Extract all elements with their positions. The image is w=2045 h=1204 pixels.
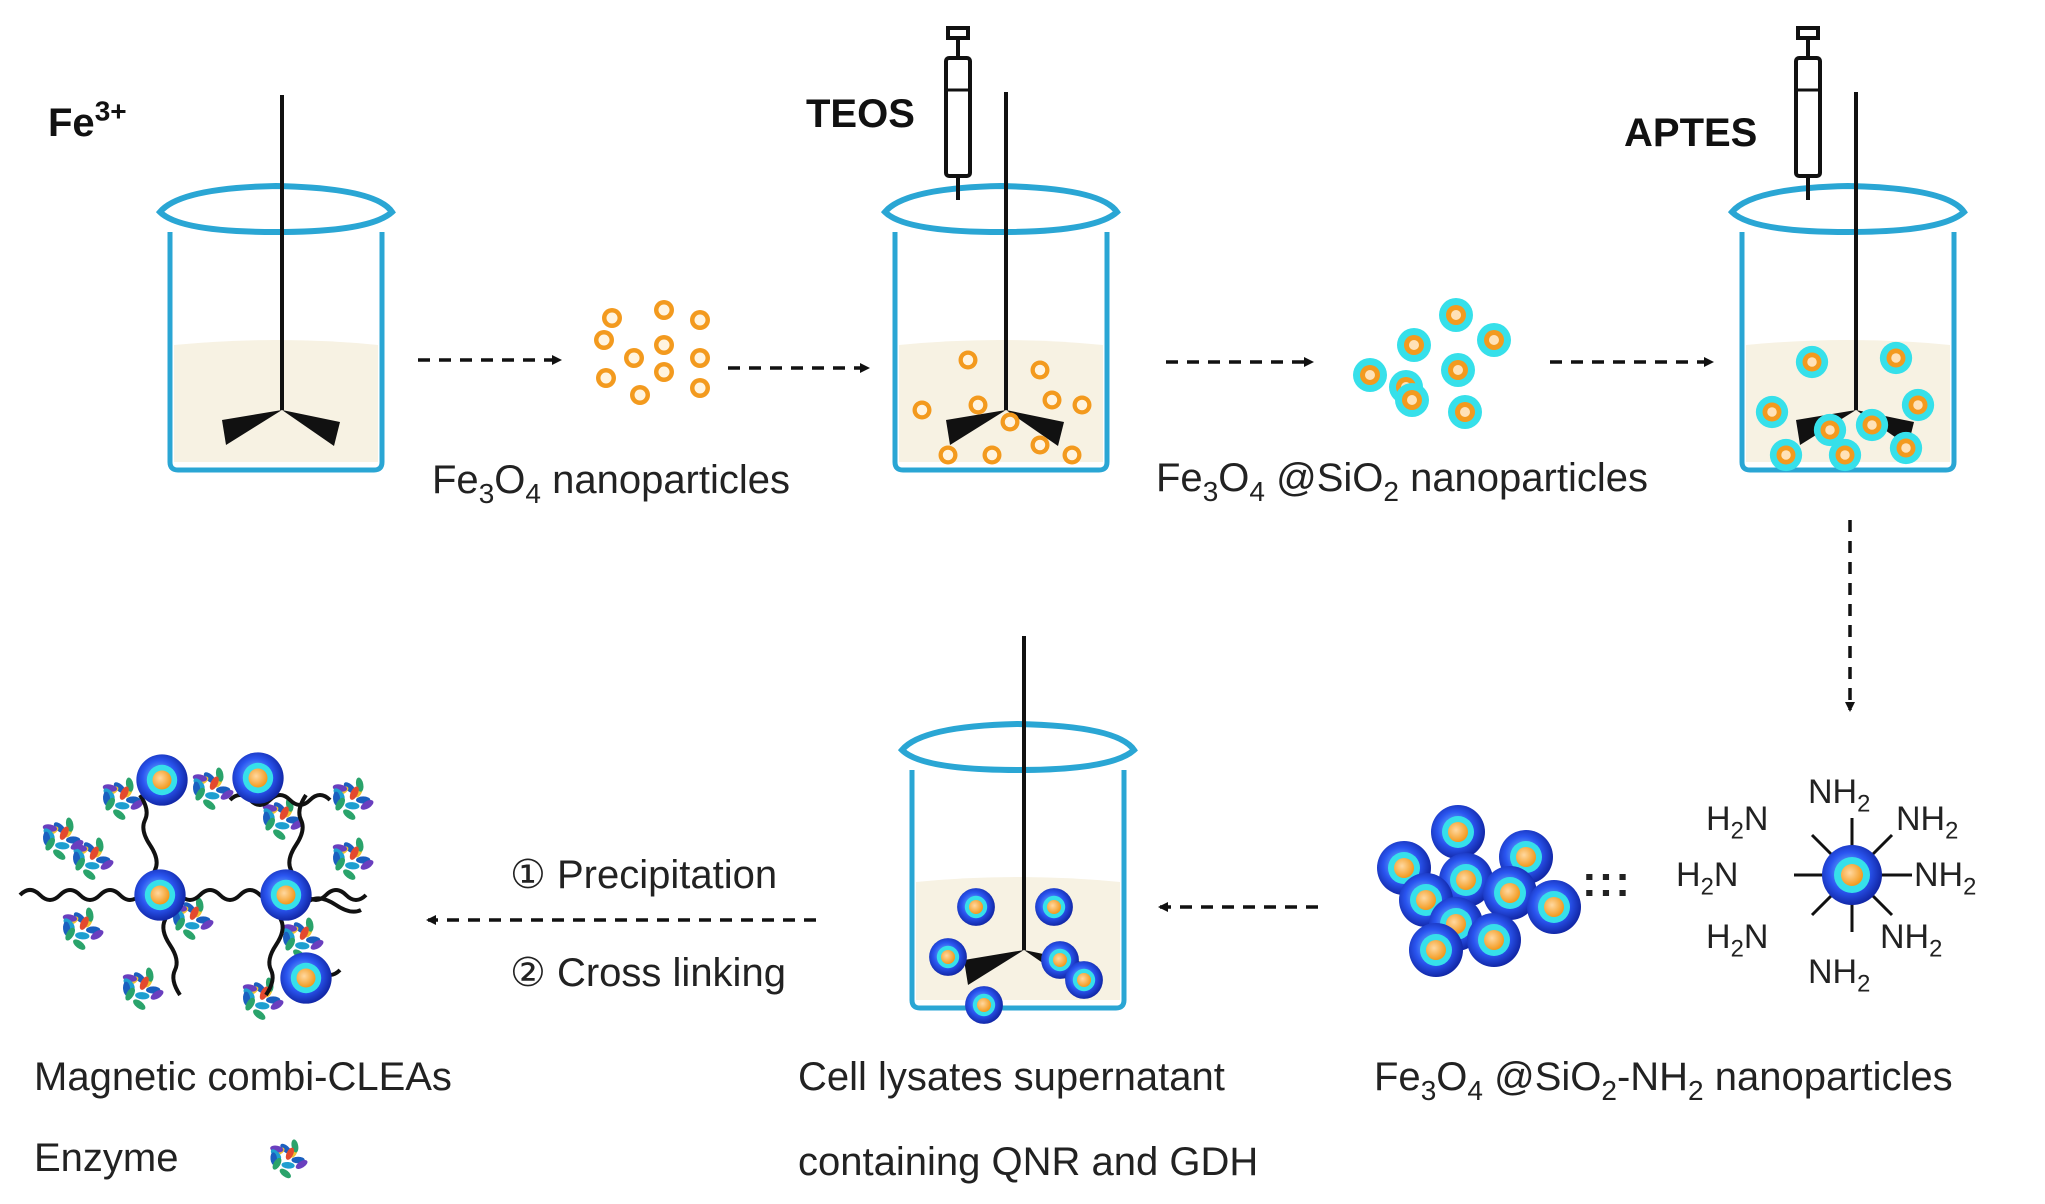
fe3o4-sio2-nh2-particle-cluster [1377, 805, 1581, 977]
enzyme-icon [332, 777, 374, 820]
amine-upper-right: NH2 [1896, 800, 1959, 845]
step-cross-linking-label: ② Cross linking [510, 951, 786, 995]
amine-bottom: NH2 [1808, 953, 1871, 998]
enzyme-icon [42, 817, 84, 860]
flow-arrows [418, 355, 1855, 925]
syringe-aptes-icon [1794, 26, 1822, 200]
amine-right: NH2 [1914, 856, 1977, 901]
syringe-teos-icon [944, 26, 972, 200]
fe3o4-nanoparticles-label: Fe3O4 nanoparticles [432, 458, 791, 509]
enzyme-icon [192, 767, 234, 810]
amine-lower-left: H2N [1706, 918, 1769, 963]
enzyme-icon [102, 777, 144, 820]
step-precipitation-label: ① Precipitation [510, 853, 778, 897]
enzyme-icon [332, 837, 374, 880]
beaker-lysate-particles [929, 888, 1103, 1024]
fe3o4-sio2-nanoparticles-label: Fe3O4 @SiO2 nanoparticles [1156, 456, 1648, 507]
cell-lysates-label-line2: containing QNR and GDH [798, 1140, 1259, 1184]
enzyme-icon [262, 797, 304, 840]
equivalence-symbol: ::: [1582, 857, 1632, 906]
aptes-label: APTES [1624, 111, 1758, 155]
amine-upper-left: H2N [1706, 800, 1769, 845]
beaker-teos-coating [880, 92, 1121, 473]
beaker-teos-particles [912, 350, 1092, 465]
teos-label: TEOS [806, 92, 915, 136]
amine-left: H2N [1676, 856, 1739, 901]
beaker-fe3-solution [155, 95, 396, 473]
fe3o4-sio2-particle-cluster [1353, 298, 1511, 429]
enzyme-icon [270, 1139, 308, 1179]
fe3-ion-label: Fe3+ [48, 95, 127, 145]
amine-lower-right: NH2 [1880, 918, 1943, 963]
enzyme-icon [242, 977, 284, 1020]
enzyme-icon [122, 967, 164, 1010]
enzyme-legend-icon [270, 1139, 308, 1179]
enzyme-legend-label: Enzyme [34, 1136, 179, 1180]
amine-functionalized-particle [1794, 818, 1912, 932]
cell-lysates-label-line1: Cell lysates supernatant [798, 1055, 1225, 1099]
amine-top: NH2 [1808, 773, 1871, 818]
enzyme-icon [72, 837, 114, 880]
enzyme-icon [282, 917, 324, 960]
enzyme-icon [62, 907, 104, 950]
fe3o4-sio2-nh2-nanoparticles-label: Fe3O4 @SiO2-NH2 nanoparticles [1374, 1055, 1953, 1106]
fe3o4-particle-cluster [594, 300, 710, 405]
beaker-aptes-particles [1755, 341, 1935, 472]
magnetic-combi-cleas-network [18, 752, 374, 1020]
magnetic-combi-cleas-label: Magnetic combi-CLEAs [34, 1055, 452, 1099]
